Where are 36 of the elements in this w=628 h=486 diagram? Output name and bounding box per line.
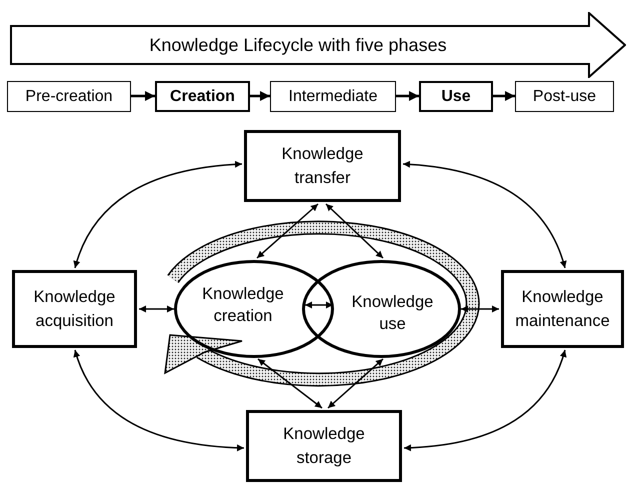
arrow [74,161,242,268]
phase-box [419,81,493,112]
node-label: Creation [170,88,235,104]
node-label: Use [441,88,471,104]
arrow [131,91,155,101]
node-label: Knowledge transfer [280,144,364,189]
arrow [325,203,384,259]
arrow [402,161,566,268]
phase-box [7,81,131,112]
arrow [461,306,499,312]
node-label: Knowledge maintenance [515,287,610,332]
arrow [305,302,333,308]
node-label: Intermediate [288,88,378,104]
process-box [244,130,401,202]
phase-box [155,81,250,112]
phase-box [270,81,396,112]
arrow [258,358,322,409]
arrow [74,350,244,452]
process-box [501,270,624,348]
node-label: Knowledge storage [282,424,366,469]
node-label: Pre-creation [25,88,113,104]
arrow [404,350,566,452]
node-label: Knowledge acquisition [34,287,116,332]
arrow [250,91,270,101]
arrow [139,306,174,312]
node-label: Knowledge Lifecycle with five phases [149,34,447,57]
node-label: Knowledge use [352,293,434,333]
arrow [328,358,384,409]
arrow [256,203,318,259]
process-box [12,270,137,348]
node-label: Post-use [532,88,596,104]
phase-box [515,81,614,112]
process-box [246,410,402,482]
arrow [493,91,515,101]
node-label: Knowledge creation [202,285,284,325]
arrow [396,91,419,101]
